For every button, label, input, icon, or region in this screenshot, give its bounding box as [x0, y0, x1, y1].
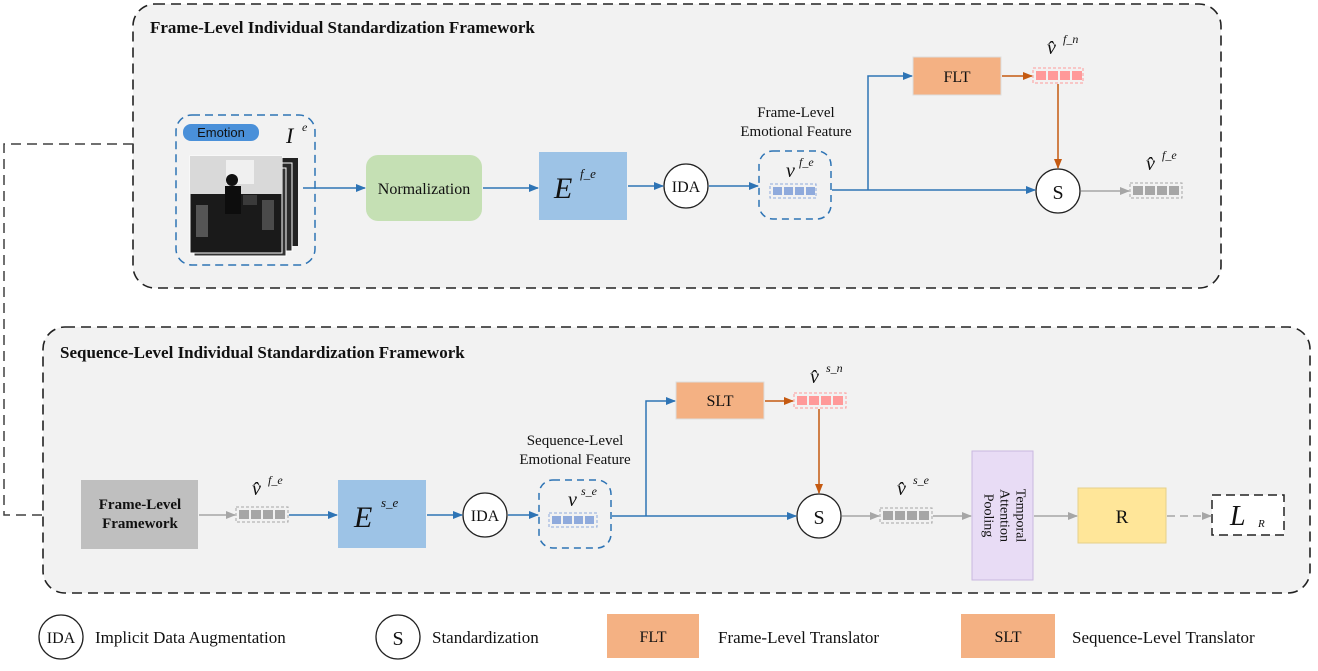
sequence-panel-title: Sequence-Level Individual Standardizatio…: [60, 343, 465, 362]
svg-text:FLT: FLT: [640, 629, 667, 646]
sequence-level-panel: Sequence-Level Individual Standardizatio…: [42, 326, 1311, 594]
seq-feature-symbol: v: [568, 489, 577, 511]
seq-ida-label: IDA: [471, 508, 500, 525]
slt-label: SLT: [707, 393, 734, 410]
seq-feature-vector: [548, 512, 598, 528]
sequence-panel-arrows: [199, 397, 1212, 520]
seq-input-vector: [235, 506, 289, 523]
seq-feature-group: [538, 479, 612, 549]
frame-encoder-sup: f_e: [580, 166, 596, 181]
seq-input-sup: f_e: [268, 473, 283, 487]
seq-feature-sup: s_e: [581, 484, 598, 498]
seq-ida-node: [462, 492, 508, 538]
frame-standardize-node: [1035, 168, 1081, 214]
frame-output-symbol: v̂: [1146, 153, 1155, 175]
frame-ida-label: IDA: [672, 179, 701, 196]
loss-box: [1211, 494, 1285, 536]
seq-input-symbol: v̂: [252, 478, 261, 500]
flt-label: FLT: [944, 69, 971, 86]
legend-item-standardization: S Standardization: [375, 614, 539, 660]
normalization-label: Normalization: [378, 181, 470, 198]
legend: IDA Implicit Data Augmentation S Standar…: [38, 614, 1255, 660]
seq-translated-sup: s_n: [826, 361, 843, 375]
svg-text:Implicit Data Augmentation: Implicit Data Augmentation: [95, 628, 286, 647]
svg-text:SLT: SLT: [995, 629, 1022, 646]
loss-symbol: L: [1229, 501, 1246, 532]
frame-feature-caption-1: Frame-Level: [757, 105, 834, 121]
temporal-attention-pooling-box: [971, 450, 1034, 581]
frame-feature-caption-2: Emotional Feature: [740, 124, 852, 140]
normalization-box: [366, 155, 482, 221]
emotion-tag: [183, 124, 259, 141]
svg-text:Frame-Level Translator: Frame-Level Translator: [718, 628, 879, 647]
seq-feature-caption-1: Sequence-Level: [527, 433, 624, 449]
seq-standardize-label: S: [813, 507, 824, 529]
seq-standardize-node: [796, 493, 842, 539]
frame-panel-title: Frame-Level Individual Standardization F…: [150, 18, 535, 37]
legend-item-slt: SLT Sequence-Level Translator: [961, 614, 1255, 658]
sequence-encoder-sup: s_e: [381, 495, 399, 510]
frame-output-sup: f_e: [1162, 148, 1177, 162]
seq-output-vector: [879, 507, 933, 524]
sequence-encoder-box: [338, 480, 426, 548]
frame-framework-label-2: Framework: [102, 516, 178, 532]
seq-output-sup: s_e: [913, 473, 930, 487]
svg-text:Attention: Attention: [997, 489, 1012, 542]
frame-feature-symbol: v: [786, 160, 795, 182]
legend-item-ida: IDA Implicit Data Augmentation: [38, 614, 286, 660]
frame-framework-box: [81, 480, 198, 549]
seq-translated-vector: [793, 392, 847, 409]
regressor-label: R: [1116, 507, 1129, 528]
regressor-box: [1077, 487, 1167, 544]
svg-text:Temporal: Temporal: [1013, 489, 1028, 543]
frame-feature-group: [758, 150, 832, 220]
frame-output-vector: [1129, 182, 1183, 199]
legend-item-flt: FLT Frame-Level Translator: [607, 614, 879, 658]
input-sup: e: [302, 120, 308, 134]
seq-translated-symbol: v̂: [810, 366, 819, 388]
frame-panel-arrows: [303, 72, 1130, 195]
frame-encoder-symbol: E: [553, 172, 572, 205]
flt-box: [912, 56, 1002, 96]
frame-translated-sup: f_n: [1063, 32, 1078, 46]
loss-sub: R: [1257, 518, 1265, 530]
seq-feature-caption-2: Emotional Feature: [519, 452, 631, 468]
frame-framework-label-1: Frame-Level: [99, 497, 181, 513]
frame-feature-sup: f_e: [799, 155, 814, 169]
frame-feature-vector: [769, 183, 817, 199]
frame-level-panel: Frame-Level Individual Standardization F…: [132, 3, 1222, 289]
svg-text:S: S: [392, 628, 403, 650]
video-frames-icon: [189, 155, 298, 257]
frame-encoder-box: [539, 152, 627, 220]
emotion-tag-label: Emotion: [197, 125, 245, 140]
svg-text:Sequence-Level Translator: Sequence-Level Translator: [1072, 628, 1255, 647]
frame-translated-vector: [1032, 67, 1084, 84]
input-symbol: I: [285, 123, 295, 148]
seq-output-symbol: v̂: [897, 478, 906, 500]
sequence-encoder-symbol: E: [353, 501, 372, 534]
frame-translated-symbol: v̂: [1047, 37, 1056, 59]
frame-to-sequence-connector: [3, 143, 133, 520]
input-image-group: Emotion I e: [175, 114, 316, 266]
frame-standardize-label: S: [1052, 182, 1063, 204]
svg-text:Standardization: Standardization: [432, 628, 539, 647]
svg-text:IDA: IDA: [47, 630, 76, 647]
frame-ida-node: [663, 163, 709, 209]
temporal-attention-pooling-label: Temporal Attention Pooling: [981, 489, 1028, 543]
svg-text:Pooling: Pooling: [981, 494, 996, 538]
slt-box: [675, 381, 765, 420]
